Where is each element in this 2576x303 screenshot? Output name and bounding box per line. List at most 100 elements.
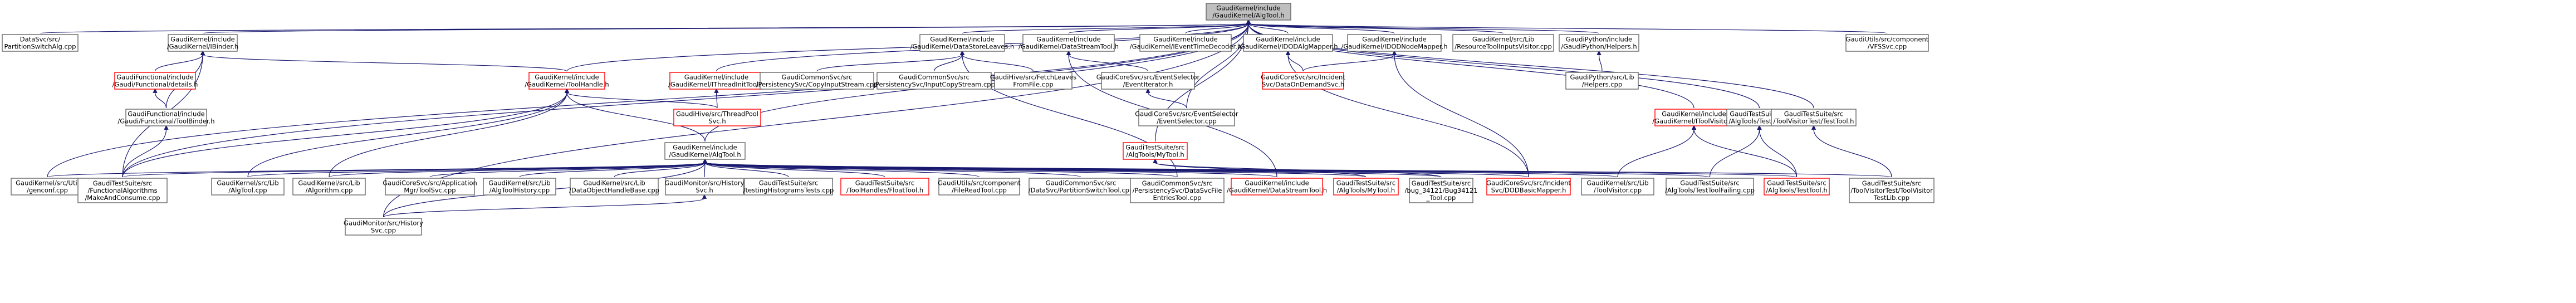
node-label-line: GaudiUtils/src/component xyxy=(1846,36,1929,43)
node-label-line: PartitionSwitchAlg.cpp xyxy=(4,43,76,51)
node-eventselector-h[interactable]: GaudiCoreSvc/src/EventSelector/EventIter… xyxy=(1096,72,1200,90)
edge-root-to-pyhelpers_h xyxy=(1246,19,1600,34)
node-algorithm-cpp[interactable]: GaudiKernel/src/Lib/Algorithm.cpp xyxy=(292,178,366,196)
node-toolhandle[interactable]: GaudiKernel/include/GaudiKernel/ToolHand… xyxy=(525,72,609,90)
node-label-line: Svc/DODBasicMapper.h xyxy=(1491,187,1566,194)
node-label-line: GaudiFunctional/include xyxy=(128,110,204,118)
node-label-line: GaudiKernel/include xyxy=(1256,36,1320,43)
node-algtool-cpp[interactable]: GaudiKernel/src/Lib/AlgTool.cpp xyxy=(211,178,285,196)
node-makeandconsume[interactable]: GaudiTestSuite/src/FunctionalAlgorithms/… xyxy=(77,178,168,203)
edge-root-to-idodalgmapper xyxy=(1246,19,1289,34)
node-ithreadinit[interactable]: GaudiKernel/include/GaudiKernel/IThreadI… xyxy=(668,72,765,90)
node-label-line: EntriesTool.cpp xyxy=(1153,194,1202,202)
node-toolvisitortestlib[interactable]: GaudiTestSuite/src/ToolVisitorTest/ToolV… xyxy=(1849,178,1935,203)
node-box xyxy=(938,178,1020,196)
node-idodnodemapper[interactable]: GaudiKernel/include/GaudiKernel/IDODNode… xyxy=(1341,34,1448,52)
node-bug34121[interactable]: GaudiTestSuite/src/bug_34121/Bug34121_To… xyxy=(1404,178,1478,203)
node-box xyxy=(211,178,285,196)
node-box xyxy=(1845,34,1929,52)
node-toolvisitor-cpp[interactable]: GaudiKernel/src/Lib/ToolVisitor.cpp xyxy=(1581,178,1654,196)
node-label-line: GaudiKernel/include xyxy=(1216,4,1280,12)
edge-idodalgmapper-to-dataondemand xyxy=(1285,50,1304,72)
edge-ithreadinit-to-threadpool xyxy=(714,88,719,109)
node-label-line: /GaudiKernel/IToolVisitor.h xyxy=(1652,118,1736,125)
node-histotests[interactable]: GaudiTestSuite/src/testingHistogramsTest… xyxy=(743,178,834,196)
node-box xyxy=(570,178,659,196)
node-resourcetoolinputs[interactable]: GaudiKernel/src/Lib/ResourceToolInputsVi… xyxy=(1452,34,1554,52)
node-testtoolfailing[interactable]: GaudiTestSuite/src/AlgTools/TestToolFail… xyxy=(1665,178,1755,196)
node-label-line: /testingHistogramsTests.cpp xyxy=(743,187,834,194)
node-dodbasicmapper[interactable]: GaudiCoreSvc/src/IncidentSvc/DODBasicMap… xyxy=(1486,178,1571,196)
node-label-line: /GaudiKernel/DataStreamTool.h xyxy=(1227,187,1327,194)
node-box xyxy=(345,218,422,236)
node-datasvcfileentries[interactable]: GaudiCommonSvc/src/PersistencySvc/DataSv… xyxy=(1130,178,1225,203)
node-label-line: GaudiPython/include xyxy=(1566,36,1632,43)
node-label-line: GaudiKernel/src/Util xyxy=(16,179,79,187)
node-label-line: /GaudiKernel/IThreadInitTool.h xyxy=(668,81,765,89)
edge-ialgtool-to-algtool_cpp xyxy=(247,158,708,178)
node-idodalgmapper[interactable]: GaudiKernel/include/GaudiKernel/IDODAlgM… xyxy=(1238,34,1338,52)
node-appmgr[interactable]: GaudiCoreSvc/src/ApplicationMgr/ToolSvc.… xyxy=(383,178,477,196)
node-func-details[interactable]: GaudiFunctional/include/Gaudi/Functional… xyxy=(112,72,198,90)
edge-root-to-eventtimedecoder xyxy=(1185,19,1251,34)
edge-root-to-datastoreleaves xyxy=(962,19,1251,34)
node-label-line: Svc/DataOnDemandSvc.h xyxy=(1262,81,1344,89)
node-label-line: GaudiKernel/include xyxy=(170,36,234,43)
node-box xyxy=(840,178,929,196)
node-label-line: GaudiMonitor/src/History xyxy=(344,219,423,227)
node-box xyxy=(1452,34,1554,52)
node-label-line: /GaudiPython/Helpers.h xyxy=(1561,43,1637,51)
edge-ialgtool-to-partitionswitchtool xyxy=(702,158,1081,178)
node-label-line: /MakeAndConsume.cpp xyxy=(85,194,160,202)
node-label-line: /GaudiKernel/DataStreamTool.h xyxy=(1018,43,1119,51)
node-eventselector-cpp[interactable]: GaudiCoreSvc/src/EventSelector/EventSele… xyxy=(1135,109,1238,126)
node-ibinder[interactable]: GaudiKernel/include/GaudiKernel/IBinder.… xyxy=(167,34,238,52)
node-label-line: GaudiKernel/src/Lib xyxy=(488,179,550,187)
node-label-line: GaudiTestSuite/src xyxy=(1862,179,1921,187)
node-genconf[interactable]: GaudiKernel/src/Util/genconf.cpp xyxy=(11,178,84,196)
node-label-line: GaudiTestSuite/src xyxy=(93,179,152,187)
node-box xyxy=(168,34,238,52)
node-datastreamtool-h[interactable]: GaudiKernel/include/GaudiKernel/DataStre… xyxy=(1018,34,1119,52)
node-label-line: /GaudiKernel/IDODNodeMapper.h xyxy=(1341,43,1447,51)
node-mytool-h2[interactable]: GaudiTestSuite/src/AlgTools/MyTool.h xyxy=(1333,178,1399,196)
node-testtool-h2[interactable]: GaudiTestSuite/src/AlgTools/TestTool.h xyxy=(1764,178,1830,196)
node-root: GaudiKernel/include/GaudiKernel/AlgTool.… xyxy=(1206,3,1291,21)
edge-ialgtool-to-makeandconsume xyxy=(122,158,708,178)
edge-root-to-partition_alg xyxy=(40,19,1251,34)
node-testtoolvisitor-h[interactable]: GaudiTestSuite/src/ToolVisitorTest/TestT… xyxy=(1771,109,1857,126)
node-dataobjecthandle[interactable]: GaudiKernel/src/Lib/DataObjectHandleBase… xyxy=(569,178,659,196)
node-ialgtool[interactable]: GaudiKernel/include/GaudiKernel/AlgTool.… xyxy=(664,142,746,160)
node-pyhelpers-h[interactable]: GaudiPython/include/GaudiPython/Helpers.… xyxy=(1559,34,1639,52)
node-datastoreleaves[interactable]: GaudiKernel/include/GaudiKernel/DataStor… xyxy=(910,34,1015,52)
node-pyhelpers-cpp[interactable]: GaudiPython/src/Lib/Helpers.cpp xyxy=(1565,72,1639,90)
node-copyinputstream[interactable]: GaudiCommonSvc/src/PersistencySvc/CopyIn… xyxy=(756,72,878,90)
node-tool-binder[interactable]: GaudiFunctional/include/Gaudi/Functional… xyxy=(117,109,215,126)
node-label-line: GaudiCoreSvc/src/Incident xyxy=(1486,179,1571,187)
node-label-line: GaudiKernel/include xyxy=(535,74,599,81)
edge-testtool_h-to-testtool_h2 xyxy=(1757,125,1798,178)
node-algtoolhistory[interactable]: GaudiKernel/src/Lib/AlgToolHistory.cpp xyxy=(483,178,556,196)
nodes: GaudiKernel/include/GaudiKernel/AlgTool.… xyxy=(2,3,1935,236)
node-datastreamtool-inc[interactable]: GaudiKernel/include/GaudiKernel/DataStre… xyxy=(1227,178,1327,196)
node-vfssvc[interactable]: GaudiUtils/src/component/VFSSvc.cpp xyxy=(1845,34,1929,52)
node-mytool-h[interactable]: GaudiTestSuite/src/AlgTools/MyTool.h xyxy=(1123,142,1188,160)
node-eventtimedecoder[interactable]: GaudiKernel/include/GaudiKernel/IEventTi… xyxy=(1130,34,1241,52)
node-label-line: Svc.h xyxy=(708,118,726,125)
node-partition-alg[interactable]: DataSvc/src/PartitionSwitchAlg.cpp xyxy=(2,34,79,52)
edge-testtool_h-to-testtoolfailing xyxy=(1709,125,1762,178)
node-inputcopystream[interactable]: GaudiCommonSvc/src/PersistencySvc/InputC… xyxy=(873,72,995,90)
node-dataondemand[interactable]: GaudiCoreSvc/src/IncidentSvc/DataOnDeman… xyxy=(1261,72,1345,90)
node-partitionswitchtool[interactable]: GaudiCommonSvc/src/DataSvc/PartitionSwit… xyxy=(1029,178,1134,196)
node-filereadtool[interactable]: GaudiUtils/src/component/FileReadTool.cp… xyxy=(938,178,1021,196)
edge-root-to-resourcetoolinputs xyxy=(1246,19,1504,34)
node-itoolvisitor[interactable]: GaudiKernel/include/GaudiKernel/IToolVis… xyxy=(1652,109,1736,126)
node-label-line: GaudiKernel/src/Lib xyxy=(1472,36,1534,43)
node-floattool[interactable]: GaudiTestSuite/src/ToolHandles/FloatTool… xyxy=(840,178,929,196)
node-label-line: /GaudiKernel/AlgTool.h xyxy=(669,151,741,159)
